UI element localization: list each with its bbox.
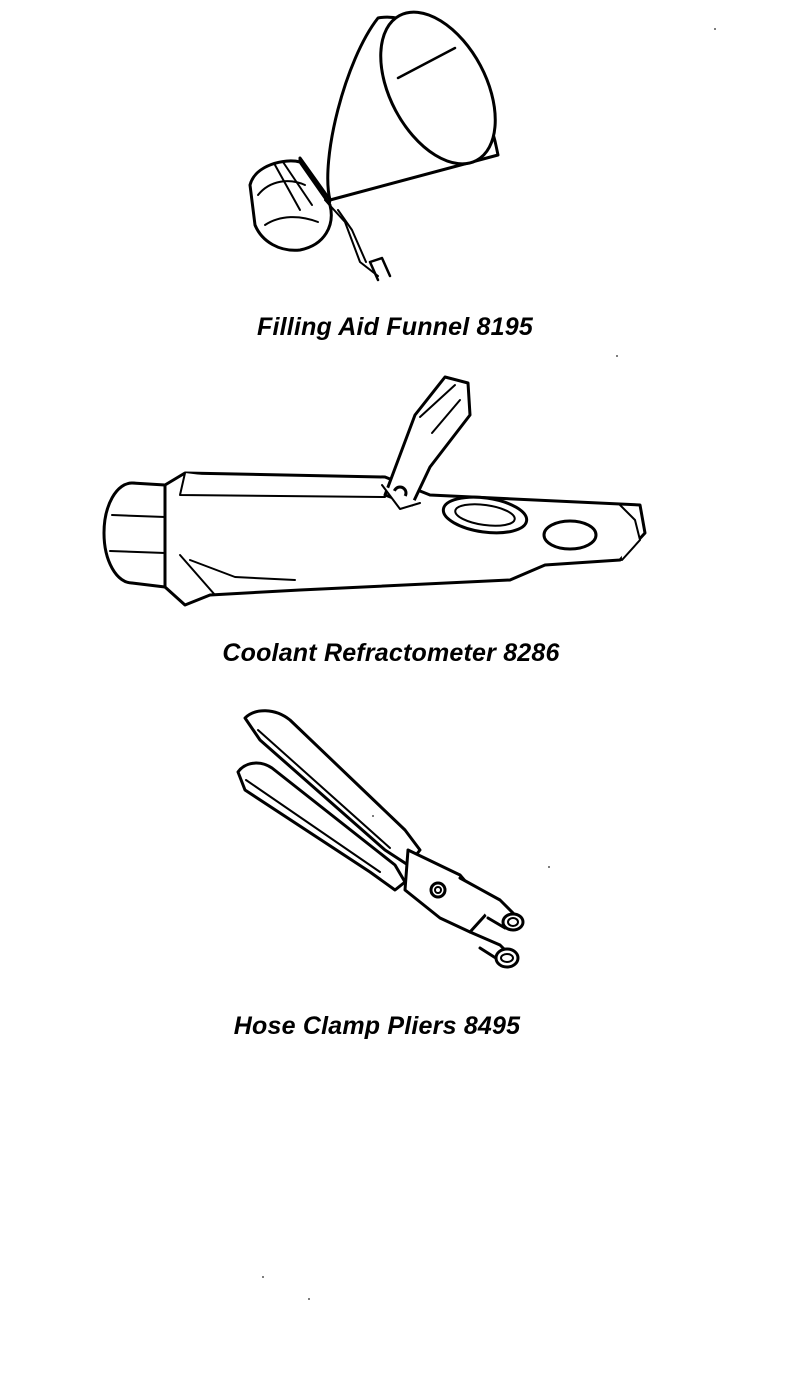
funnel-figure: Filling Aid Funnel 8195 — [0, 0, 800, 350]
refractometer-caption: Coolant Refractometer 8286 — [222, 639, 560, 667]
pliers-figure: Hose Clamp Pliers 8495 — [0, 700, 800, 1060]
scan-speck — [616, 355, 618, 357]
funnel-illustration — [248, 10, 500, 282]
refractometer-illustration — [102, 375, 647, 607]
scan-speck — [372, 815, 374, 817]
scan-speck — [548, 866, 550, 868]
scan-speck — [308, 1298, 310, 1300]
pliers-illustration — [236, 709, 525, 969]
pliers-caption: Hose Clamp Pliers 8495 — [233, 1012, 521, 1040]
scan-speck — [262, 1276, 264, 1278]
scan-speck — [714, 28, 716, 30]
refractometer-figure: Coolant Refractometer 8286 — [0, 355, 800, 675]
funnel-caption: Filling Aid Funnel 8195 — [257, 313, 533, 341]
